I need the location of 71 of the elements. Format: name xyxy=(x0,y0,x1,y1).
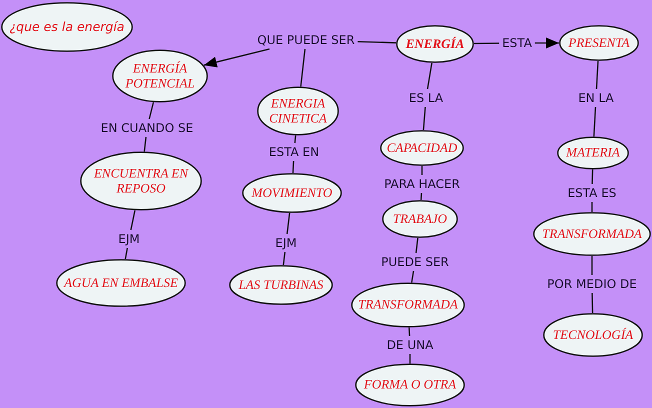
concept-label: ENERGIA CINETICA xyxy=(268,96,328,126)
connector-line xyxy=(593,106,596,137)
connector-line xyxy=(144,136,147,152)
connector-line xyxy=(592,169,594,184)
concept-ellipse xyxy=(56,259,186,307)
connector-line xyxy=(286,212,290,234)
connector-line xyxy=(408,327,410,336)
connector-line xyxy=(592,292,594,314)
linking-phrase: ESTA EN xyxy=(268,145,320,159)
connector-line xyxy=(420,192,422,200)
linking-phrase: EN LA xyxy=(578,91,614,105)
connector-line xyxy=(415,238,418,254)
connector-line xyxy=(426,62,432,90)
concept-ellipse xyxy=(351,282,465,328)
concept-ellipse xyxy=(382,200,458,238)
concept-ellipse xyxy=(557,136,629,170)
connector-line xyxy=(409,354,411,364)
connector-line xyxy=(474,42,500,44)
concept-label: TECNOLOGÍA xyxy=(552,328,634,342)
concept-label: TRANSFORMADA xyxy=(542,226,642,242)
linking-phrase: ESTA xyxy=(502,36,532,50)
arrow xyxy=(204,48,270,68)
concept-ellipse xyxy=(112,50,208,102)
arrow xyxy=(534,38,559,48)
concept-ellipse xyxy=(242,173,342,213)
concept-ellipse xyxy=(1,2,133,52)
concept-label: TRANSFORMADA xyxy=(358,298,458,312)
concept-ellipse xyxy=(533,212,651,256)
connector-line xyxy=(124,248,128,260)
linking-phrase: ESTA ES xyxy=(568,186,616,200)
concept-label: ENERGÍA xyxy=(406,36,464,52)
concept-label: ¿que es la energía xyxy=(10,20,124,34)
connector-line xyxy=(591,202,593,212)
concept-label: MOVIMIENTO xyxy=(252,186,332,200)
concept-label: PRESENTA xyxy=(568,36,630,50)
connector-line xyxy=(596,60,599,90)
concept-ellipse xyxy=(257,86,339,136)
concept-label: FORMA O OTRA xyxy=(364,378,456,392)
connector-line xyxy=(292,160,294,174)
linking-phrase: EJM xyxy=(275,236,297,250)
connector-line xyxy=(591,256,593,275)
concept-label: ENCUENTRA EN REPOSO xyxy=(92,166,190,196)
connector-line xyxy=(282,252,286,266)
concept-label: LAS TURBINAS xyxy=(238,278,324,292)
linking-phrase: PARA HACER xyxy=(384,177,460,191)
concept-label: AGUA EN EMBALSE xyxy=(64,276,178,290)
concept-label: CAPACIDAD xyxy=(386,140,458,156)
connector-line xyxy=(148,102,154,120)
linking-phrase: QUE PUEDE SER xyxy=(257,33,355,47)
connector-line xyxy=(294,135,296,144)
concept-ellipse xyxy=(380,130,464,166)
linking-phrase: POR MEDIO DE xyxy=(547,277,637,291)
connector-line xyxy=(358,40,396,44)
concept-ellipse xyxy=(396,25,474,63)
concept-label: ENERGÍA POTENCIAL xyxy=(124,61,196,91)
concept-ellipse xyxy=(559,25,639,61)
linking-phrase: PUEDE SER xyxy=(381,255,449,269)
connector-line xyxy=(422,106,426,130)
concept-ellipse xyxy=(80,152,202,210)
connector-line xyxy=(130,210,136,230)
concept-ellipse xyxy=(229,265,333,305)
linking-phrase: EJM xyxy=(118,232,140,246)
concept-label: TRABAJO xyxy=(392,212,448,226)
connector-line xyxy=(411,270,414,283)
linking-phrase: ES LA xyxy=(408,91,444,105)
linking-phrase: EN CUANDO SE xyxy=(100,121,194,135)
concept-ellipse xyxy=(543,313,643,357)
connector-line xyxy=(300,48,306,87)
concept-label: MATERIA xyxy=(566,146,620,160)
linking-phrase: DE UNA xyxy=(386,338,434,352)
concept-ellipse xyxy=(355,364,465,406)
